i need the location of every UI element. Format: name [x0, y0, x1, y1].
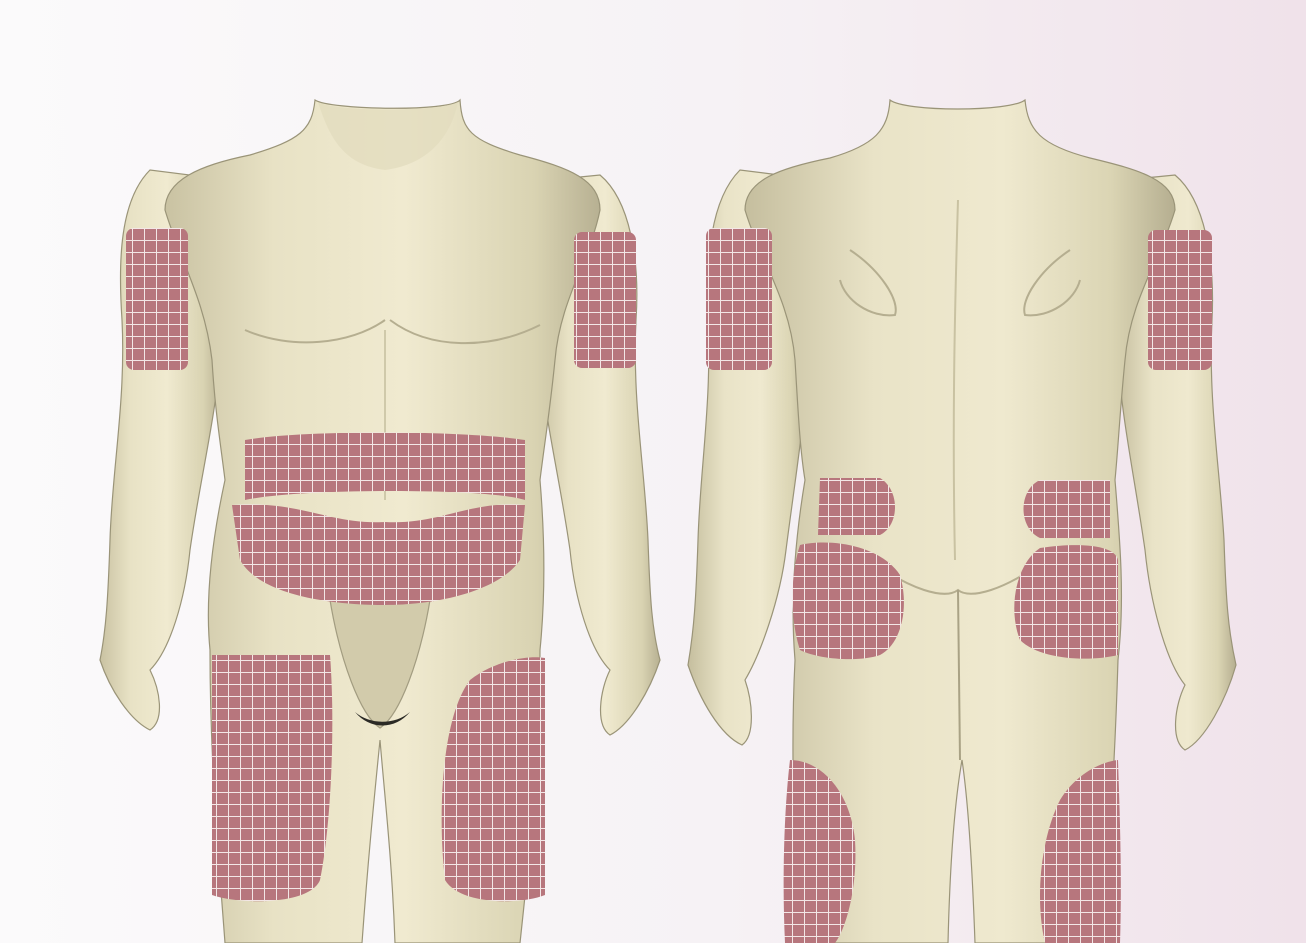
front-right-thigh-zone: [212, 655, 332, 901]
front-left-upper-arm-zone: [574, 232, 636, 368]
front-abdomen-upper-zone: [245, 433, 525, 501]
front-right-upper-arm-zone: [126, 228, 188, 370]
back-right-flank-zone: [1024, 480, 1111, 538]
back-left-upper-arm-zone: [706, 228, 772, 370]
back-left-flank-zone: [818, 478, 895, 535]
back-right-upper-arm-zone: [1148, 230, 1212, 370]
back-right-buttock-zone: [1014, 545, 1118, 659]
